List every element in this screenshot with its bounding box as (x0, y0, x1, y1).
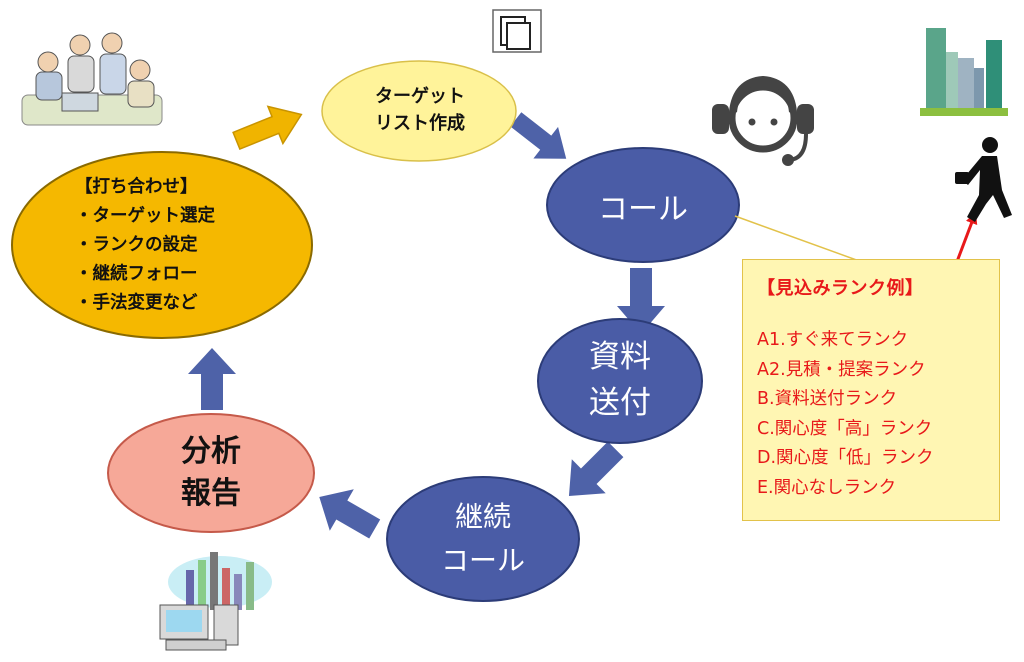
report-line-1: 分析 (181, 434, 241, 469)
meeting-line-3: ・ランクの設定 (75, 234, 198, 255)
office-buildings-illustration (920, 28, 1008, 116)
meeting-line-2: ・ターゲット選定 (75, 205, 215, 226)
rank-box-title: 【見込みランク例】 (757, 278, 924, 299)
arrow-target-to-call (510, 112, 567, 159)
headset-operator-icon (712, 75, 814, 166)
computer-chart-illustration (159, 552, 272, 651)
rank-list: A1.すぐ来てランク A2.見積・提案ランク B.資料送付ランク C.関心度「高… (757, 326, 999, 503)
rank-item-a1: A1.すぐ来てランク (757, 330, 909, 350)
arrow-followup-to-report (319, 489, 381, 539)
followup-label: 継続 コール (400, 492, 566, 586)
meeting-line-1: 【打ち合わせ】 (75, 176, 198, 197)
call-label: コール (560, 178, 726, 234)
docs-line-1: 資料 (589, 339, 651, 375)
arrow-call-to-docs (617, 268, 665, 334)
followup-line-1: 継続 (454, 500, 511, 533)
docs-ellipse (537, 318, 703, 444)
copy-document-icon (492, 9, 542, 53)
target-list-ellipse (321, 60, 517, 162)
report-label: 分析 報告 (130, 428, 292, 518)
business-meeting-illustration (21, 32, 163, 126)
meeting-line-5: ・手法変更など (75, 292, 198, 313)
rank-item-a2: A2.見積・提案ランク (757, 359, 926, 380)
target-list-label: ターゲット リスト作成 (340, 78, 500, 142)
rank-example-box: 【見込みランク例】 A1.すぐ来てランク A2.見積・提案ランク B.資料送付ラ… (742, 259, 1000, 521)
meeting-line-4: ・継続フォロー (75, 263, 198, 284)
rank-item-c: C.関心度「高」ランク (757, 418, 933, 439)
arrow-docs-to-followup (568, 441, 624, 497)
meeting-label: 【打ち合わせ】 ・ターゲット選定 ・ランクの設定 ・継続フォロー ・手法変更など (27, 170, 297, 320)
docs-line-2: 送付 (589, 385, 651, 421)
docs-label: 資料 送付 (548, 330, 692, 430)
call-ellipse (546, 147, 740, 263)
callout-connector (734, 215, 863, 263)
followup-ellipse (386, 476, 580, 602)
target-line-2: リスト作成 (375, 113, 465, 134)
report-line-2: 報告 (181, 476, 241, 511)
followup-line-2: コール (440, 544, 525, 577)
target-line-1: ターゲット (375, 86, 465, 107)
walking-businessman-silhouette (955, 137, 1012, 222)
rank-item-e: E.関心なしランク (757, 477, 897, 498)
rank-item-b: B.資料送付ランク (757, 389, 898, 409)
call-line-1: コール (598, 192, 688, 227)
meeting-ellipse (11, 151, 313, 339)
arrow-meeting-to-target (232, 105, 303, 151)
report-ellipse (107, 413, 315, 533)
arrow-report-to-meeting (188, 348, 236, 410)
rank-item-d: D.関心度「低」ランク (757, 448, 934, 468)
